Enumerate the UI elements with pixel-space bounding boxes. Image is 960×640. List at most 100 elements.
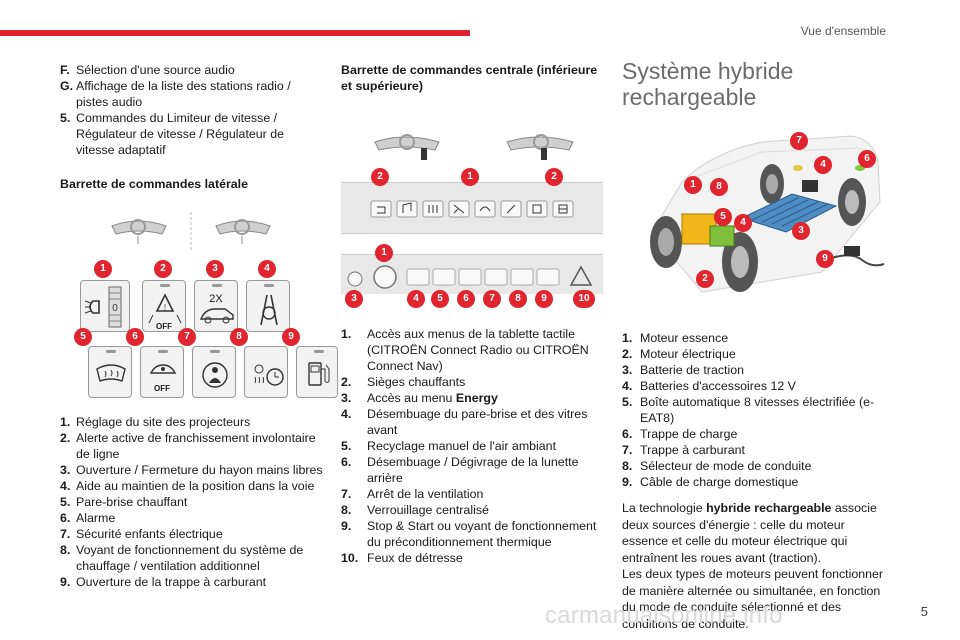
callout-badge: 1: [684, 176, 702, 194]
fuel-pump-icon: [308, 350, 330, 386]
item-text: Ouverture / Fermeture du hayon mains lib…: [76, 463, 323, 477]
item-text: Alarme: [76, 511, 116, 525]
item-number: 10.: [341, 551, 359, 565]
central-controls-list: 1. Accès aux menus de la tablette tactile…: [341, 326, 603, 566]
item-number: 9.: [622, 475, 633, 489]
callout-badge: 1: [375, 244, 393, 262]
item-number: 3.: [622, 363, 633, 377]
item-number: 1.: [622, 331, 633, 345]
lane-keeping-button[interactable]: [246, 280, 290, 332]
hybrid-components-list: 1. Moteur essence 2. Moteur électrique 3. B…: [622, 330, 890, 490]
list-item: 10.Feux de détresse: [341, 550, 603, 566]
item-number: 8.: [341, 503, 352, 517]
para-text: associe deux sources d'énergie : celle d…: [622, 501, 877, 565]
item-number: 5.: [622, 395, 633, 409]
callout-badge: 6: [126, 328, 144, 346]
list-item: 2.Sièges chauffants: [341, 374, 603, 390]
side-controls-list: 1.Réglage du site des projecteurs 2.Aler…: [60, 414, 326, 590]
item-text: Trappe à carburant: [640, 443, 745, 457]
page-number: 5: [920, 604, 928, 619]
child-safety-button[interactable]: [192, 346, 236, 398]
callout-badge: 4: [407, 290, 425, 308]
item-number: 7.: [341, 487, 352, 501]
para-text: La technologie: [622, 501, 707, 515]
item-text: Boîte automatique 8 vitesses électrifiée…: [640, 395, 875, 425]
item-text: Sièges chauffants: [367, 375, 466, 389]
item-text: Voyant de fonctionnement du système de c…: [76, 543, 304, 573]
item-number: 4.: [60, 479, 71, 493]
lane-departure-alert-button[interactable]: ! OFF: [142, 280, 186, 332]
item-number: 2.: [622, 347, 633, 361]
item-number: 4.: [622, 379, 633, 393]
svg-text:!: !: [164, 303, 166, 312]
callout-badge: 2: [371, 168, 389, 186]
item-number: 1.: [341, 327, 352, 341]
callout-badge: 7: [483, 290, 501, 308]
item-text: Accès aux menus de la tablette tactile (…: [367, 327, 589, 373]
off-label: OFF: [156, 322, 172, 331]
list-item: 9.Câble de charge domestique: [622, 474, 890, 490]
item-number: 5.: [341, 439, 352, 453]
callout-badge: 3: [792, 222, 810, 240]
item-text: Verrouillage centralisé: [367, 503, 489, 517]
callout-badge: 6: [457, 290, 475, 308]
item-text: Sélection d'une source audio: [76, 63, 235, 77]
aux-heating-icon: [254, 364, 284, 386]
item-text: Affichage de la liste des stations radio…: [76, 79, 291, 109]
heated-windscreen-icon: [96, 350, 126, 382]
list-item: 7. Trappe à carburant: [622, 442, 890, 458]
alarm-button[interactable]: OFF: [140, 346, 184, 398]
callout-badge: 4: [734, 214, 752, 232]
list-item: 1. Moteur essence: [622, 330, 890, 346]
list-item: 7.Arrêt de la ventilation: [341, 486, 603, 502]
list-item: 1. Accès aux menus de la tablette tactile…: [341, 326, 603, 374]
item-text: Recyclage manuel de l'air ambiant: [367, 439, 557, 453]
list-item: 6.Trappe de charge: [622, 426, 890, 442]
item-text: Moteur électrique: [640, 347, 736, 361]
energy-menu-label: Energy: [455, 391, 498, 405]
item-number: 3.: [341, 391, 352, 405]
callout-badge: 7: [790, 132, 808, 150]
description-paragraph: Les deux types de moteurs peuvent foncti…: [622, 567, 884, 631]
hybrid-car-figure: 1 2 3 4 4 5 6 7 8 9: [622, 122, 890, 308]
list-item: 4.Désembuage du pare-brise et des vitres…: [341, 406, 603, 438]
list-item: 5. Boîte automatique 8 vitesses électrifi…: [622, 394, 890, 426]
child-lock-icon: [202, 350, 228, 388]
item-number: 3.: [60, 463, 71, 477]
item-number: G.: [60, 79, 74, 93]
list-item: 5.Commandes du Limiteur de vitesse / Rég…: [60, 110, 326, 158]
mirror-adjust-illustration: [374, 134, 574, 160]
svg-text:0: 0: [112, 303, 118, 314]
off-label: OFF: [154, 384, 170, 393]
item-number: F.: [60, 63, 70, 77]
fuel-flap-button[interactable]: [296, 346, 338, 398]
headlamp-adjust-switch[interactable]: 0: [80, 280, 130, 332]
header-accent-bar: [0, 30, 470, 36]
mirror-adjust-illustration: [111, 212, 271, 252]
list-item: 2. Moteur électrique: [622, 346, 890, 362]
list-item: 1.Réglage du site des projecteurs: [60, 414, 326, 430]
item-text: Pare-brise chauffant: [76, 495, 188, 509]
item-number: 5.: [60, 111, 71, 125]
list-item: 3. Ouverture / Fermeture du hayon mains l…: [60, 462, 326, 478]
callout-badge: 2: [696, 270, 714, 288]
side-controls-figure: 0 ! OFF 2X: [60, 202, 338, 400]
section-title: Vue d'ensemble: [800, 24, 886, 38]
list-item: 6.Alarme: [60, 510, 326, 526]
heated-windscreen-button[interactable]: [88, 346, 132, 398]
item-number: 2.: [60, 431, 71, 445]
callout-badge: 1: [94, 260, 112, 278]
item-number: 7.: [622, 443, 633, 457]
callout-badge: 9: [535, 290, 553, 308]
item-number: 8.: [60, 543, 71, 557]
item-text: Moteur essence: [640, 331, 729, 345]
list-item: 7.Sécurité enfants électrique: [60, 526, 326, 542]
para-bold: hybride rechargeable: [706, 501, 832, 515]
tailgate-handsfree-button[interactable]: 2X: [194, 280, 238, 332]
upper-control-bar: [341, 182, 603, 234]
hybrid-description: La technologie hybride rechargeable asso…: [622, 500, 890, 632]
aux-heating-button[interactable]: [244, 346, 288, 398]
callout-badge: 10: [573, 290, 595, 308]
list-item: F. Sélection d'une source audio: [60, 62, 326, 78]
lane-keeping-icon: [260, 284, 278, 326]
